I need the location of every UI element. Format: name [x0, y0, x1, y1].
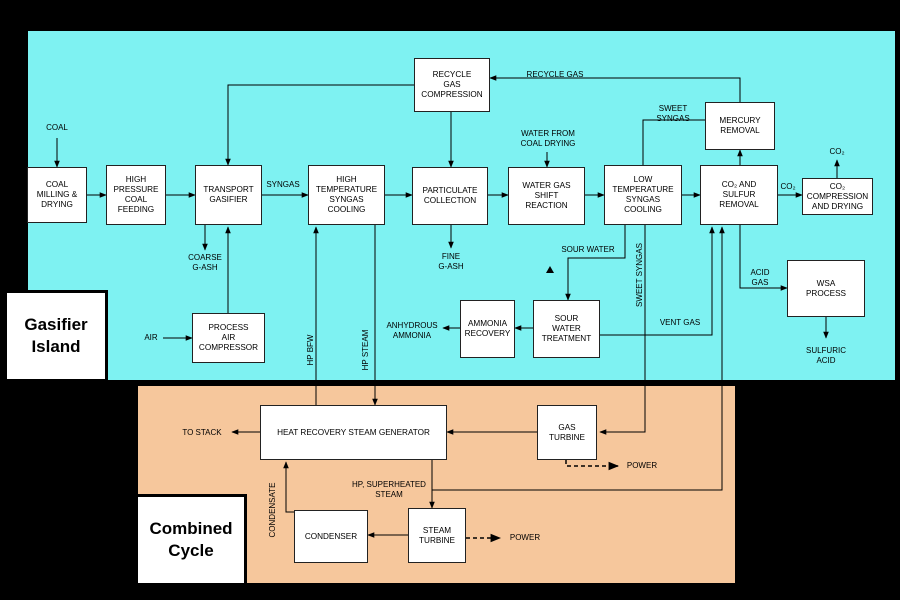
wsa-process-box: WSA PROCESS [787, 260, 865, 317]
steam-turbine-box: STEAM TURBINE [408, 508, 466, 563]
hp-bfw-label: HP BFW [306, 334, 315, 366]
arrow-gas-turbine-power [565, 460, 620, 471]
marker-triangle [546, 266, 554, 273]
co2-out-label: CO₂ [780, 182, 796, 191]
arrow-vent-gas [600, 226, 715, 336]
water-from-coal-drying-label: WATER FROM COAL DRYING [520, 129, 576, 148]
arrow-sweet-syngas-to-mercury [642, 119, 705, 167]
gas-turbine-box: GAS TURBINE [537, 405, 597, 460]
ammonia-recovery-box: AMMONIA RECOVERY [460, 300, 515, 358]
arrow-acid-gas [739, 225, 788, 291]
sulfuric-acid-label: SULFURIC ACID [805, 346, 846, 365]
arrow-sweet-syngas-to-turbine [599, 225, 646, 435]
acid-gas-label: ACID GAS [750, 268, 770, 287]
arrow-hp-steam-return [432, 226, 725, 491]
condensate-label: CONDENSATE [268, 482, 277, 538]
arrow-sour-water [565, 225, 626, 301]
air-label: AIR [144, 333, 158, 342]
steam-turbine-power-label: POWER [509, 533, 541, 542]
recycle-gas-compression-box: RECYCLE GAS COMPRESSION [414, 58, 490, 112]
coarse-gash-label: COARSE G-ASH [188, 253, 222, 272]
lt-syngas-cooling-box: LOW TEMPERATURE SYNGAS COOLING [604, 165, 682, 225]
mercury-removal-box: MERCURY REMOVAL [705, 102, 775, 150]
process-air-compressor-box: PROCESS AIR COMPRESSOR [192, 313, 265, 363]
vent-gas-label: VENT GAS [659, 318, 701, 327]
hrsg-box: HEAT RECOVERY STEAM GENERATOR [260, 405, 447, 460]
fine-gash-label: FINE G-ASH [438, 252, 464, 271]
sour-water-treatment-box: SOUR WATER TREATMENT [533, 300, 600, 358]
arrow-recycle-to-gasifier [225, 84, 414, 166]
transport-gasifier-box: TRANSPORT GASIFIER [195, 165, 262, 225]
recycle-gas-label: RECYCLE GAS [526, 70, 584, 79]
sweet-syngas-vertical-label: SWEET SYNGAS [635, 243, 644, 307]
particulate-collection-box: PARTICULATE COLLECTION [412, 167, 488, 225]
gasifier-island-title: Gasifier Island [4, 290, 108, 382]
combined-cycle-title: Combined Cycle [135, 494, 247, 586]
gas-turbine-power-label: POWER [626, 461, 658, 470]
to-stack-label: TO STACK [182, 428, 222, 437]
co2-compression-box: CO₂ COMPRESSION AND DRYING [802, 178, 873, 215]
ht-syngas-cooling-box: HIGH TEMPERATURE SYNGAS COOLING [308, 165, 385, 225]
syngas-label: SYNGAS [266, 180, 300, 189]
hp-steam-label: HP STEAM [361, 329, 370, 371]
hp-coal-feeding-box: HIGH PRESSURE COAL FEEDING [106, 165, 166, 225]
co2-sulfur-removal-box: CO₂ AND SULFUR REMOVAL [700, 165, 778, 225]
coal-label: COAL [46, 123, 68, 132]
water-gas-shift-box: WATER GAS SHIFT REACTION [508, 167, 585, 225]
anhydrous-ammonia-label: ANHYDROUS AMMONIA [386, 321, 438, 340]
arrow-condensate [283, 461, 294, 513]
sour-water-label: SOUR WATER [561, 245, 615, 254]
coal-milling-drying-box: COAL MILLING & DRYING [27, 167, 87, 223]
co2-top-label: CO₂ [829, 147, 845, 156]
sweet-syngas-top-label: SWEET SYNGAS [656, 104, 690, 123]
condenser-box: CONDENSER [294, 510, 368, 563]
hp-superheated-steam-label: HP, SUPERHEATED STEAM [352, 480, 426, 499]
